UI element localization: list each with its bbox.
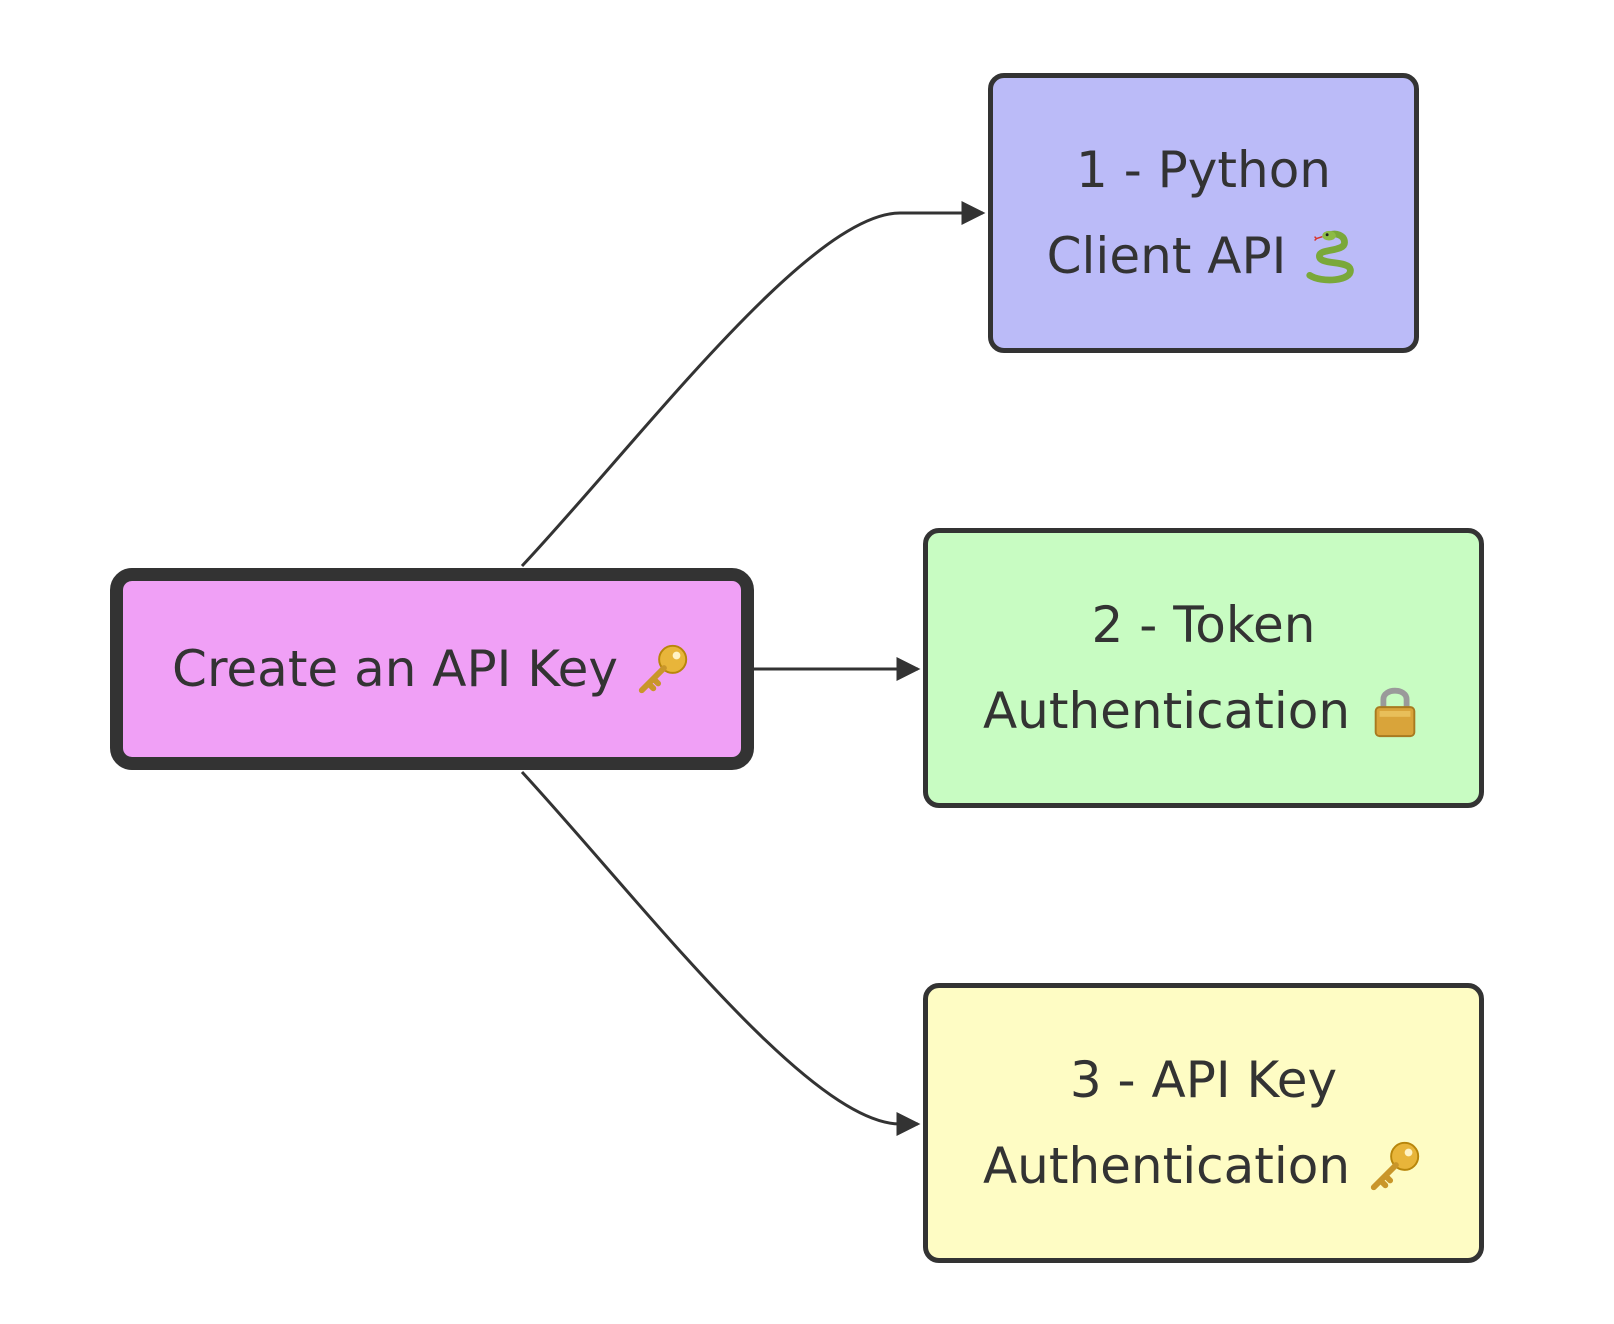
python-line-2: Client API: [1047, 213, 1361, 299]
snake-icon: [1306, 230, 1355, 284]
edge-start-to-apikey: [520, 770, 921, 1136]
token-authentication-node[interactable]: 2 - Token Authentication: [923, 528, 1484, 808]
edge-start-to-python: [520, 201, 986, 568]
create-api-key-line: Create an API Key: [172, 626, 692, 712]
python-label-line-1: 1 - Python: [1076, 141, 1331, 199]
python-line-1: 1 - Python: [1076, 127, 1331, 213]
python-client-api-node[interactable]: 1 - Python Client API: [988, 73, 1419, 353]
api-key-authentication-node[interactable]: 3 - API Key Authentication: [923, 983, 1484, 1263]
create-api-key-node[interactable]: Create an API Key: [110, 568, 754, 770]
key-icon: [638, 644, 688, 694]
token-label-line-2: Authentication: [982, 682, 1351, 740]
apikey-label-line-1: 3 - API Key: [1069, 1051, 1338, 1109]
python-label-line-2: Client API: [1046, 227, 1287, 285]
key-icon: [1370, 1141, 1420, 1191]
apikey-label-line-2: Authentication: [982, 1137, 1351, 1195]
apikey-line-1: 3 - API Key: [1070, 1037, 1337, 1123]
token-line-2: Authentication: [983, 668, 1424, 754]
lock-icon: [1374, 687, 1416, 738]
apikey-line-2: Authentication: [983, 1123, 1424, 1209]
token-line-1: 2 - Token: [1092, 582, 1316, 668]
token-label-line-1: 2 - Token: [1091, 596, 1316, 654]
create-api-key-label: Create an API Key: [172, 640, 618, 698]
